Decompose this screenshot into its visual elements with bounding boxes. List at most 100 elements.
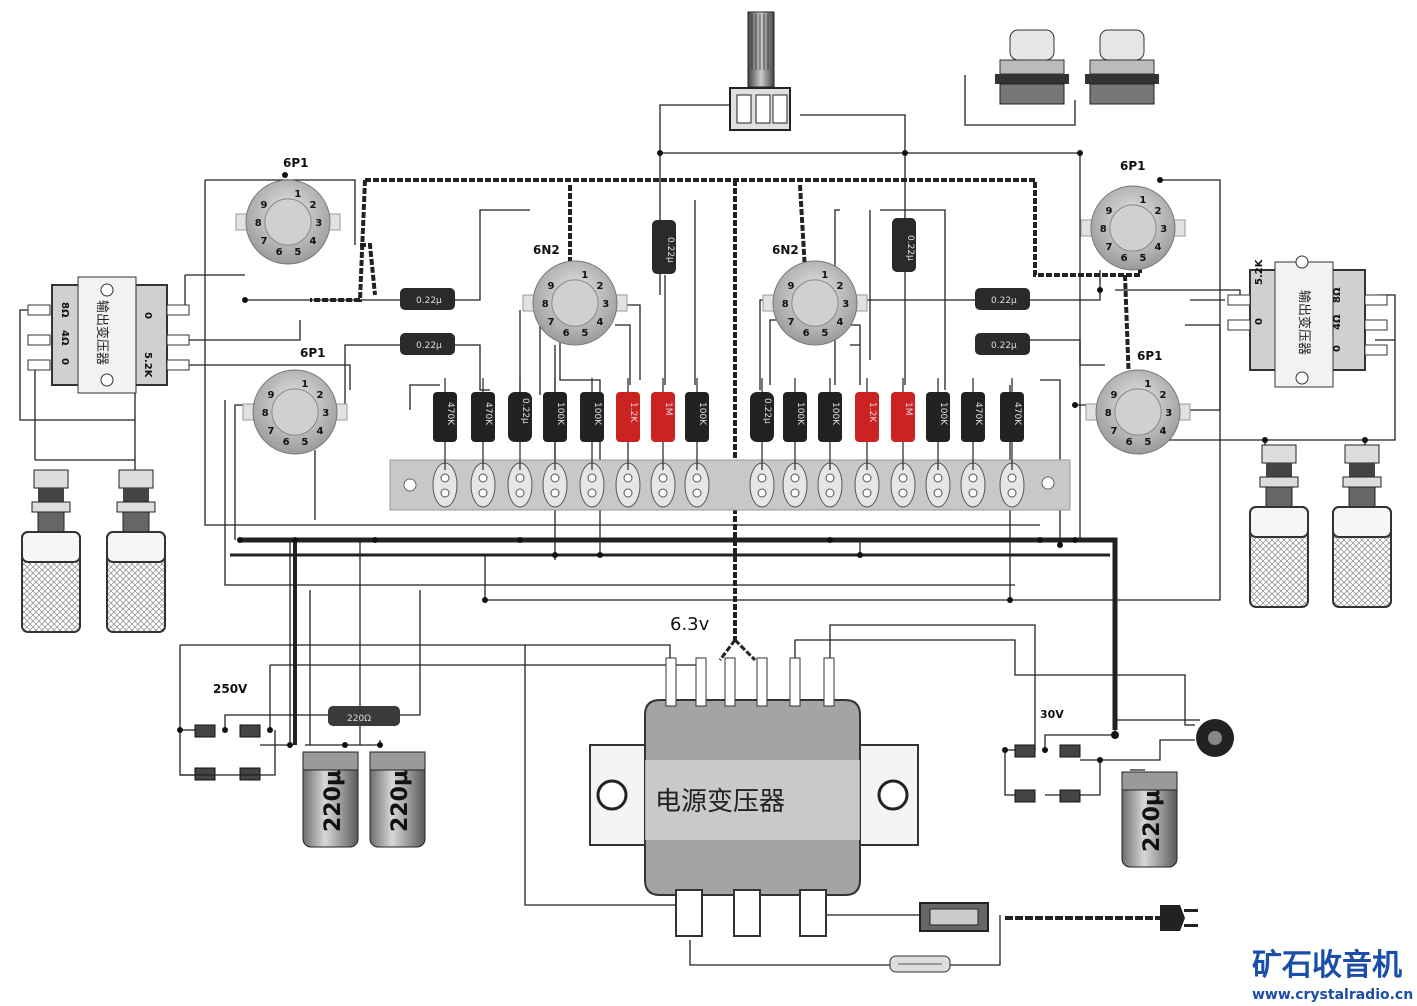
board-resistor-label: 470K	[1012, 402, 1022, 426]
tag-lug	[507, 462, 533, 508]
hv-label: 250V	[213, 682, 248, 696]
tube-label-power-br: 6P1	[1137, 349, 1163, 363]
pin-number: 5	[301, 437, 308, 448]
board-resistor-label: 100K	[795, 402, 805, 426]
tag-lug	[925, 462, 951, 508]
pin-number: 9	[1106, 206, 1113, 217]
pin-number: 3	[315, 218, 322, 229]
pin-number: 9	[788, 281, 795, 292]
power-transformer-name: 电源变压器	[655, 787, 785, 817]
board-resistor: 100K	[580, 378, 604, 470]
pin-number: 1	[301, 379, 308, 390]
pin-number: 2	[316, 390, 323, 401]
pin-number: 3	[602, 299, 609, 310]
tube-label-power-tl: 6P1	[283, 156, 309, 170]
board-resistor-label: 100K	[697, 402, 707, 426]
board-resistor: 100K	[926, 378, 950, 470]
board-resistor: 470K	[961, 378, 985, 470]
pin-number: 3	[1160, 224, 1167, 235]
pin-number: 8	[1100, 224, 1107, 235]
pin-number: 8	[782, 299, 789, 310]
pin-number: 1	[581, 270, 588, 281]
board-resistor-label: 1M	[903, 402, 913, 416]
watermark-title: 矿石收音机	[1252, 948, 1402, 983]
tag-lug	[684, 462, 710, 508]
pin-number: 1	[294, 189, 301, 200]
pin-number: 2	[836, 281, 843, 292]
pin-number: 9	[1111, 390, 1118, 401]
cap-label: 0.22μ	[991, 341, 1017, 351]
board-resistor: 1M	[651, 378, 675, 470]
tap-0-right: 0	[1254, 318, 1265, 325]
pin-number: 6	[283, 437, 290, 448]
board-resistor: 100K	[818, 378, 842, 470]
board-resistor: 470K	[433, 378, 457, 470]
pin-number: 7	[1106, 242, 1113, 253]
pin-number: 3	[322, 408, 329, 419]
board-resistor: 470K	[471, 378, 495, 470]
output-transformer-left: 输出变压器 8Ω 4Ω 0 0 5.2K	[27, 276, 190, 394]
tag-lug	[542, 462, 568, 508]
board-resistor-label: 470K	[483, 402, 493, 426]
pin-number: 3	[842, 299, 849, 310]
coupling-caps: 0.22μ 0.22μ 0.22μ 0.22μ 0.22μ 0.22μ	[400, 218, 1030, 355]
watermark-url: www.crystalradio.cn	[1252, 987, 1413, 1003]
pin-number: 9	[268, 390, 275, 401]
pin-number: 6	[803, 328, 810, 339]
speaker-terminal-l2	[106, 469, 166, 633]
pin-number: 2	[309, 200, 316, 211]
tap-4-left: 4Ω	[59, 330, 70, 346]
pin-number: 4	[309, 236, 316, 247]
tube-label-power-bl: 6P1	[300, 346, 326, 360]
cap-label: 0.22μ	[665, 237, 675, 263]
volume-potentiometer	[729, 11, 791, 131]
speaker-terminal-r2	[1332, 444, 1392, 608]
tap-0b-right: 0	[1332, 345, 1343, 352]
pin-number: 2	[1159, 390, 1166, 401]
pin-number: 5	[821, 328, 828, 339]
pin-number: 6	[276, 247, 283, 258]
pin-number: 6	[1121, 253, 1128, 264]
filter-cap-1: 220μ	[302, 751, 359, 848]
board-resistor-label: 0.22μ	[520, 398, 530, 424]
filter-cap-2-label: 220μ	[388, 770, 413, 832]
pin-number: 3	[1165, 408, 1172, 419]
board-resistor-label: 100K	[592, 402, 602, 426]
cap-label: 0.22μ	[991, 296, 1017, 306]
board-resistor-label: 470K	[445, 402, 455, 426]
pilot-lamp	[1196, 719, 1234, 757]
filter-cap-3: 220μ	[1121, 771, 1178, 868]
board-resistor-label: 1.2K	[867, 402, 877, 423]
filter-cap-2: 220μ	[369, 751, 426, 848]
tube-label-power-tr: 6P1	[1120, 159, 1146, 173]
board-resistor: 1M	[891, 378, 915, 470]
tag-lug	[432, 462, 458, 508]
hv-resistor-label: 220Ω	[347, 714, 371, 724]
board-resistor: 470K	[1000, 378, 1024, 470]
pin-number: 8	[542, 299, 549, 310]
tag-lug	[960, 462, 986, 508]
pin-number: 7	[261, 236, 268, 247]
cap-label: 0.22μ	[905, 235, 915, 261]
pin-number: 9	[261, 200, 268, 211]
pin-number: 6	[1126, 437, 1133, 448]
cap-label: 0.22μ	[416, 341, 442, 351]
filter-cap-1-label: 220μ	[321, 770, 346, 832]
heater-voltage-label: 6.3v	[670, 614, 710, 635]
pin-number: 5	[294, 247, 301, 258]
pin-number: 2	[596, 281, 603, 292]
output-transformer-right-name: 输出变压器	[1296, 290, 1312, 355]
pin-number: 4	[1154, 242, 1161, 253]
power-transformer: 电源变压器	[589, 657, 919, 937]
pin-number: 8	[1105, 408, 1112, 419]
input-jack-left	[995, 29, 1069, 105]
board-resistor-label: 1M	[663, 402, 673, 416]
filter-cap-3-label: 220μ	[1140, 790, 1165, 852]
board-resistor: 1.2K	[616, 378, 640, 470]
hv-resistor-220: 220Ω	[328, 706, 400, 726]
board-resistor-label: 1.2K	[628, 402, 638, 423]
